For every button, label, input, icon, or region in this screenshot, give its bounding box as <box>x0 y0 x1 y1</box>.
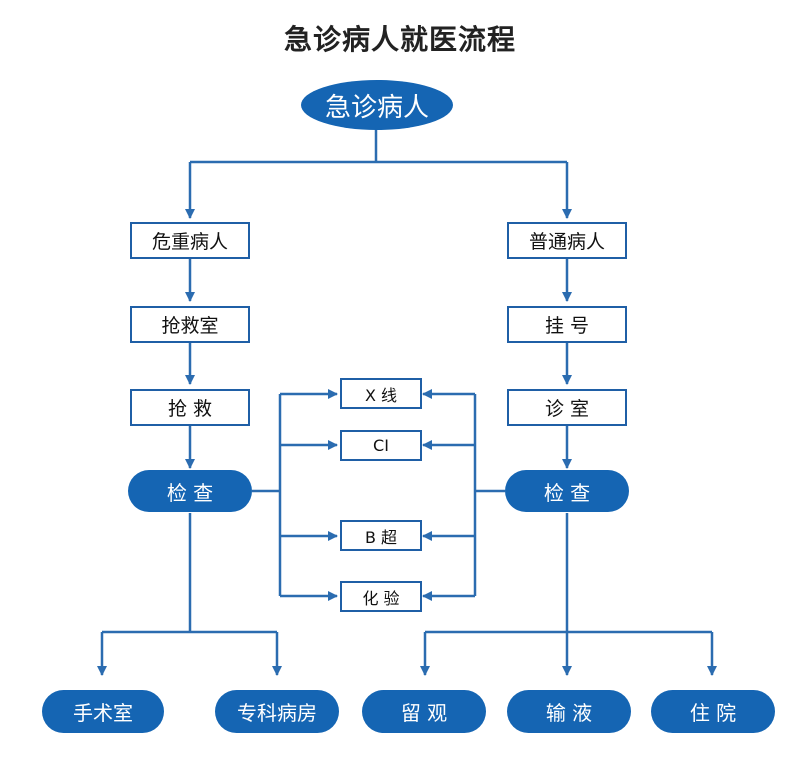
node-critical: 危重病人 <box>130 222 250 259</box>
node-specialist: 专科病房 <box>215 690 339 733</box>
connector-exam-left <box>252 394 282 596</box>
node-normal: 普通病人 <box>507 222 627 259</box>
page-title: 急诊病人就医流程 <box>283 23 516 56</box>
node-observe: 留 观 <box>362 690 486 733</box>
connector-right-bottom <box>425 513 712 634</box>
connector-left-bottom <box>102 513 277 634</box>
node-clinic: 诊 室 <box>507 389 627 426</box>
node-infusion: 输 液 <box>507 690 631 733</box>
connector-start <box>190 128 567 164</box>
node-register: 挂 号 <box>507 306 627 343</box>
connector-exam-right <box>473 394 505 596</box>
node-exam-left: 检 查 <box>128 470 252 512</box>
node-start: 急诊病人 <box>301 80 453 130</box>
node-exam-right: 检 查 <box>505 470 629 512</box>
node-rescue-room: 抢救室 <box>130 306 250 343</box>
node-admit: 住 院 <box>651 690 775 733</box>
node-xray: X 线 <box>340 378 422 409</box>
node-bultra: B 超 <box>340 520 422 551</box>
node-rescue: 抢 救 <box>130 389 250 426</box>
node-ct: CI <box>340 430 422 461</box>
node-surgery: 手术室 <box>42 690 164 733</box>
node-lab: 化 验 <box>340 581 422 612</box>
